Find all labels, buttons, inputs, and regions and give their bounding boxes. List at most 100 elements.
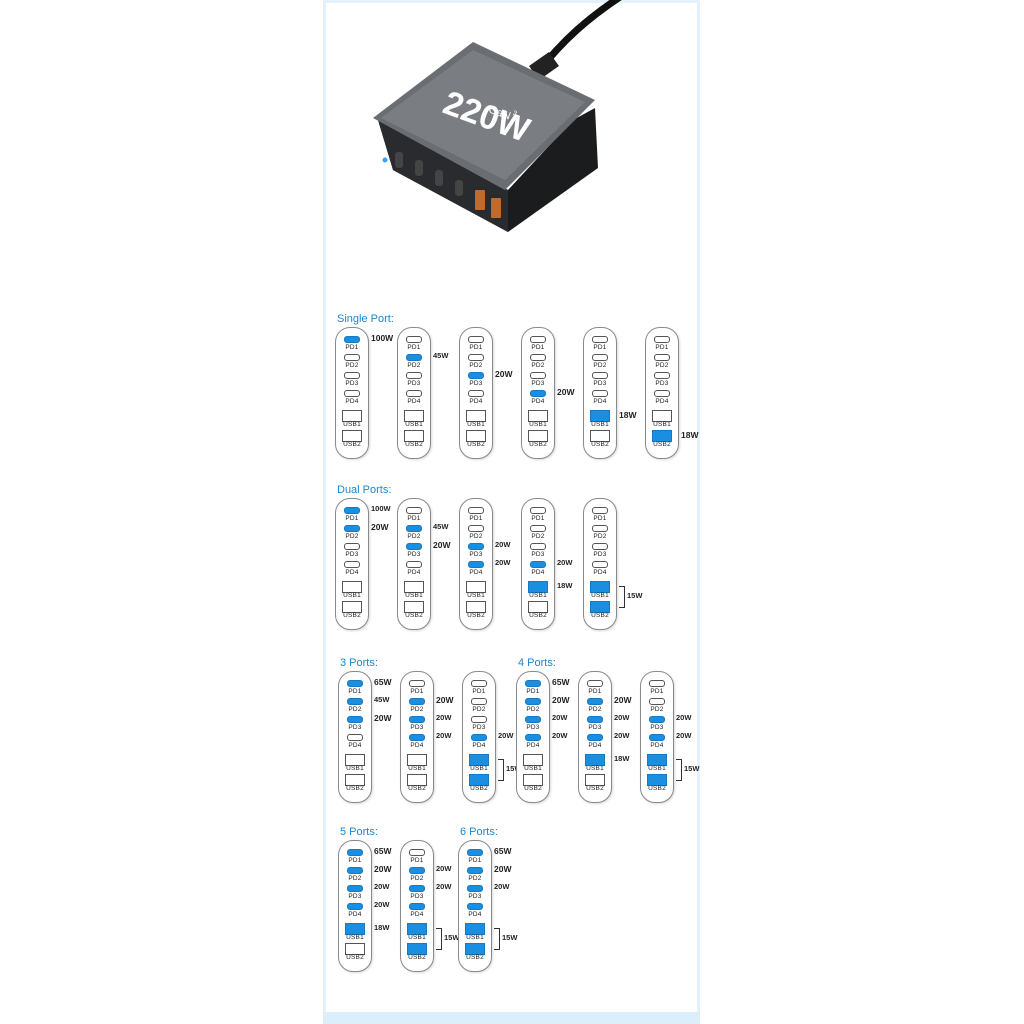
port-pd1 — [468, 336, 484, 343]
wattage-label: 20W — [436, 864, 452, 873]
port-pd1 — [409, 849, 425, 856]
port-label: USB1 — [408, 934, 426, 941]
port-label: PD1 — [531, 344, 545, 351]
port-pd2-active — [409, 698, 425, 705]
port-label: PD4 — [348, 911, 362, 918]
port-usb2 — [590, 430, 610, 442]
port-label: PD3 — [410, 724, 424, 731]
port-pd3-active — [649, 716, 665, 723]
wattage-label: 20W — [495, 558, 511, 567]
wattage-label: 18W — [374, 923, 390, 932]
wattage-label: 45W — [374, 695, 390, 704]
port-label: USB2 — [343, 612, 361, 619]
port-pd1 — [592, 507, 608, 514]
port-label: USB1 — [466, 934, 484, 941]
wattage-label: 20W — [433, 540, 451, 550]
port-pd1 — [654, 336, 670, 343]
port-label: USB2 — [408, 954, 426, 961]
wattage-label: 15W — [627, 591, 643, 600]
port-pd2 — [530, 354, 546, 361]
port-label: PD2 — [468, 875, 482, 882]
wattage-label: 20W — [614, 695, 632, 705]
usb-shared-bracket — [676, 759, 682, 781]
port-label: PD2 — [588, 706, 602, 713]
port-label: PD4 — [593, 398, 607, 405]
port-usb2 — [466, 430, 486, 442]
section-title-five: 5 Ports: — [340, 826, 378, 838]
wattage-label: 20W — [676, 731, 692, 740]
wattage-label: 20W — [557, 387, 575, 397]
port-label: PD4 — [345, 398, 359, 405]
port-pd3-active — [467, 885, 483, 892]
wattage-label: 20W — [374, 864, 392, 874]
charger-base — [378, 108, 598, 232]
port-usb1-active — [585, 754, 605, 766]
port-label: USB1 — [346, 765, 364, 772]
wattage-label: 20W — [614, 731, 630, 740]
wattage-label: 65W — [374, 846, 392, 856]
port-label: PD4 — [531, 398, 545, 405]
panel-footer-strip — [323, 1012, 700, 1024]
port-label: PD3 — [407, 551, 421, 558]
wattage-label: 20W — [374, 900, 390, 909]
port-label: USB1 — [470, 765, 488, 772]
port-label: USB2 — [524, 785, 542, 792]
port-label: PD3 — [469, 380, 483, 387]
port-label: PD2 — [410, 875, 424, 882]
wattage-label: 20W — [498, 731, 514, 740]
port-pd1-active — [467, 849, 483, 856]
port-pd1 — [406, 507, 422, 514]
port-pd3 — [344, 372, 360, 379]
wattage-label: 65W — [552, 677, 570, 687]
port-usb1-active — [647, 754, 667, 766]
port-pd3-active — [347, 716, 363, 723]
port-label: PD4 — [650, 742, 664, 749]
port-label: PD3 — [348, 893, 362, 900]
usb-shared-bracket — [436, 928, 442, 950]
port-pd4 — [654, 390, 670, 397]
port-label: PD2 — [472, 706, 486, 713]
port-usb1 — [404, 410, 424, 422]
port-usb1-active — [465, 923, 485, 935]
port-label: PD1 — [472, 688, 486, 695]
usb-shared-bracket — [498, 759, 504, 781]
port-pd3 — [471, 716, 487, 723]
port-label: PD1 — [531, 515, 545, 522]
wattage-label: 18W — [557, 581, 573, 590]
port-label: PD1 — [345, 515, 359, 522]
port-label: PD4 — [526, 742, 540, 749]
port-label: PD3 — [468, 893, 482, 900]
port-pd3-active — [525, 716, 541, 723]
port-label: PD3 — [345, 551, 359, 558]
port-label: USB1 — [467, 421, 485, 428]
port-pd3 — [654, 372, 670, 379]
port-usb2 — [523, 774, 543, 786]
port-pd2 — [592, 354, 608, 361]
section-title-three: 3 Ports: — [340, 657, 378, 669]
port-label: USB1 — [653, 421, 671, 428]
port-label: PD1 — [588, 688, 602, 695]
port-pd3-active — [406, 543, 422, 550]
port-usb2 — [528, 601, 548, 613]
port-pd2 — [649, 698, 665, 705]
port-usb2-active — [465, 943, 485, 955]
port-usb2-active — [652, 430, 672, 442]
wattage-label: 20W — [436, 695, 454, 705]
port-pd2 — [468, 354, 484, 361]
port-usb1-active — [407, 923, 427, 935]
port-pd2-active — [347, 698, 363, 705]
port-usb1-active — [590, 581, 610, 593]
port-pd1-active — [525, 680, 541, 687]
port-label: PD1 — [593, 515, 607, 522]
port-label: PD4 — [593, 569, 607, 576]
port-label: USB2 — [591, 441, 609, 448]
port-pd4 — [468, 390, 484, 397]
port-usb1 — [404, 581, 424, 593]
port-label: PD3 — [650, 724, 664, 731]
